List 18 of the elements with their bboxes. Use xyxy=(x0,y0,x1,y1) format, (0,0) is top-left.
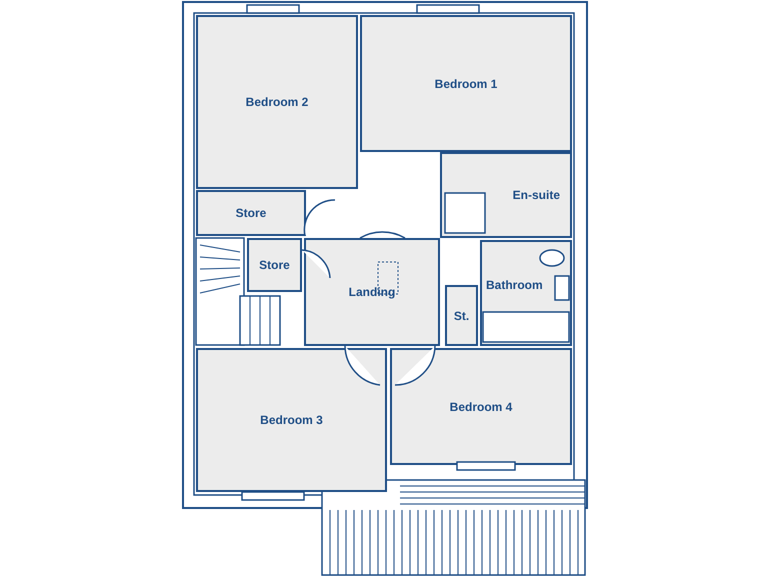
room-name: Bedroom 4 xyxy=(450,400,512,414)
room-name: St. xyxy=(454,308,470,322)
room-name: Bedroom 3 xyxy=(260,413,323,427)
room-area xyxy=(247,238,302,292)
room-area xyxy=(445,285,478,346)
room-area xyxy=(196,15,358,189)
room-area xyxy=(304,238,440,346)
room-area xyxy=(390,348,572,465)
room-area xyxy=(360,15,572,152)
room-area xyxy=(196,348,387,492)
room-name: Store xyxy=(259,258,290,272)
room-name: Bathroom xyxy=(486,278,543,292)
room-name: En-suite xyxy=(512,188,560,202)
room-name: Landing xyxy=(348,285,396,299)
room-name: Bedroom 1 xyxy=(434,76,498,90)
room-name: Store xyxy=(236,206,266,220)
room-name: Bedroom 2 xyxy=(246,95,308,109)
room-area xyxy=(196,190,306,236)
